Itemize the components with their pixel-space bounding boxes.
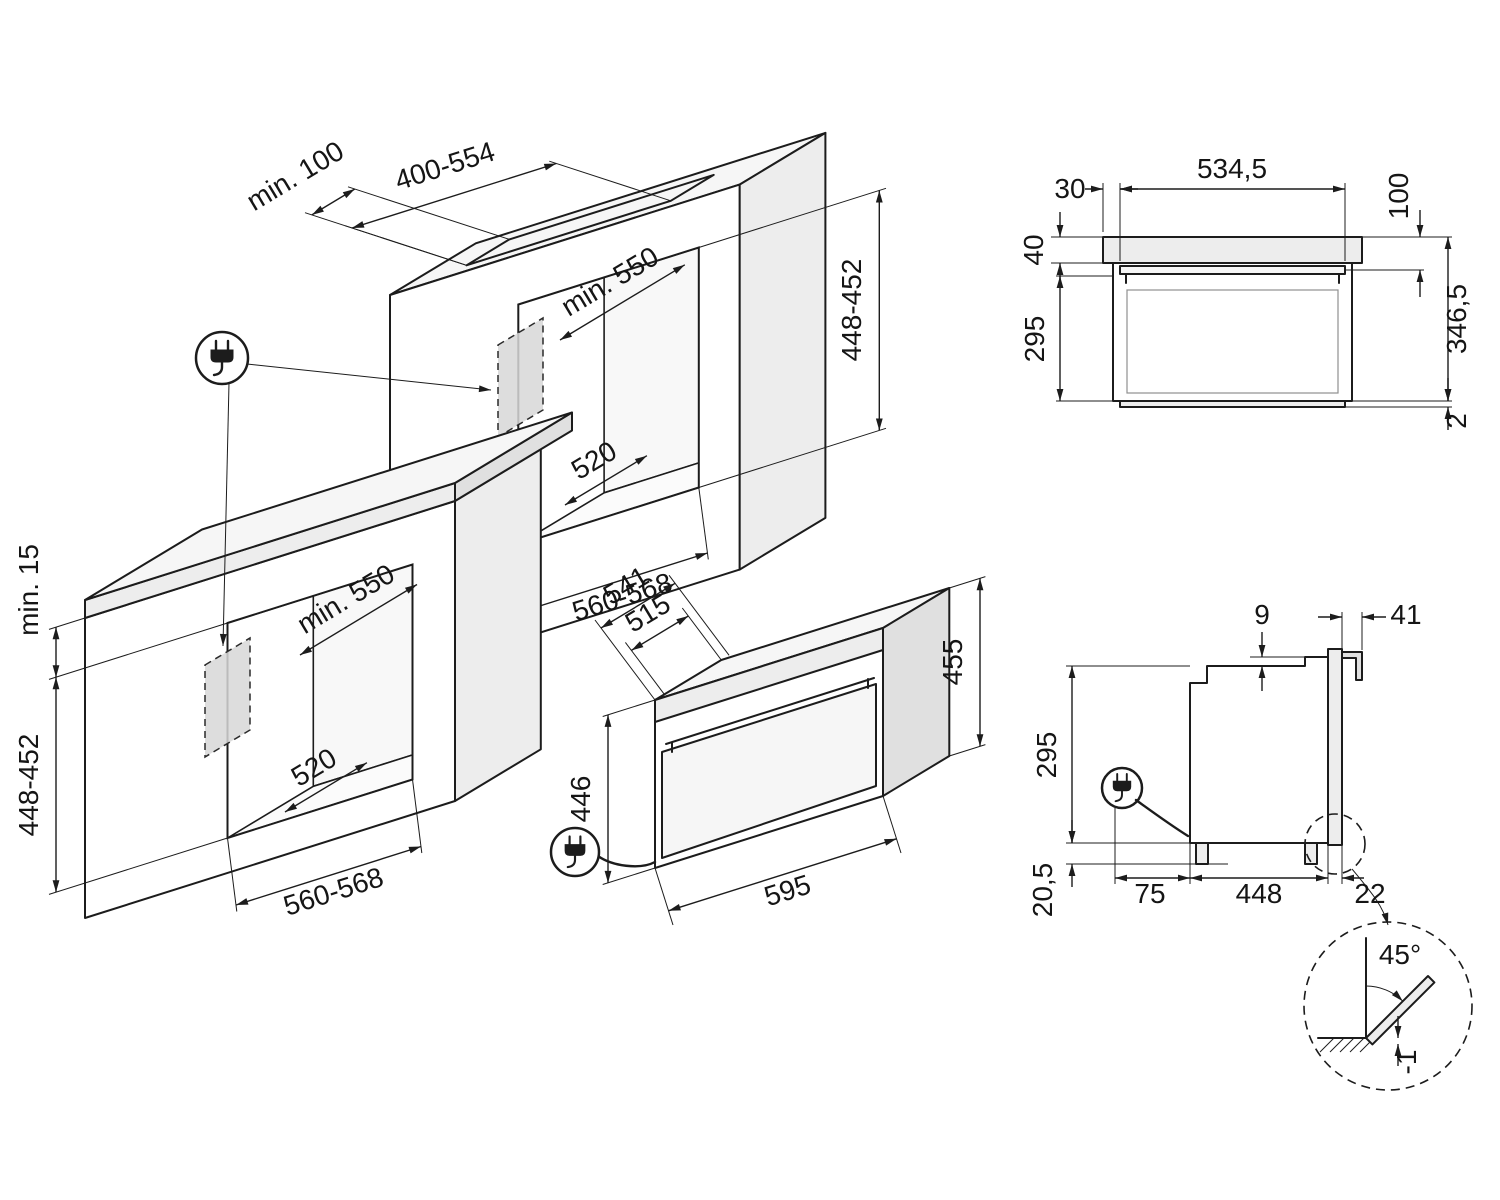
dim-side-handle-depth: 41 <box>1318 599 1422 650</box>
side-body <box>1189 656 1329 844</box>
dim-side-rear-height: 295 <box>1031 665 1190 844</box>
dim-label-side-body-depth: 448 <box>1236 878 1283 909</box>
dim-side-top-step: 9 <box>1250 599 1305 691</box>
dim-label-front-door-height: 295 <box>1019 316 1050 363</box>
dim-label-front-trim-width: 534,5 <box>1197 153 1267 184</box>
side-door <box>1327 648 1343 846</box>
oven-control-panel <box>654 627 884 723</box>
front-body <box>1112 262 1353 402</box>
side-view: 9 41 295 20,5 75 <box>1027 599 1422 926</box>
front-door-inner <box>1126 289 1339 394</box>
power-plug-callout <box>194 330 492 647</box>
oven-door <box>661 683 877 859</box>
dim-side-plinth-height: 20,5 <box>1027 820 1196 917</box>
countertop-top-face <box>84 411 573 601</box>
dim-oven-height-front: 455 <box>937 576 986 757</box>
dim-label-base-niche-height: 448-452 <box>13 734 44 837</box>
detail-leader <box>1351 868 1389 926</box>
dim-label-oven-height-front: 455 <box>937 639 968 686</box>
dim-label-oven-width: 595 <box>761 869 815 913</box>
base-unit <box>84 411 573 919</box>
plug-leader-upper <box>246 363 492 393</box>
dim-side-socket-offset: 75 <box>1114 806 1191 909</box>
dim-detail-floor-offset: -1 <box>1391 1016 1422 1074</box>
dim-label-side-top-step: 9 <box>1254 599 1270 630</box>
dim-oven-height-rear: 446 <box>565 699 656 885</box>
dim-side-body-depth: 448 <box>1190 845 1329 909</box>
front-handle <box>1119 265 1346 275</box>
front-trim <box>1102 236 1363 264</box>
dim-front-trim-width: 534,5 <box>1120 153 1346 261</box>
dim-front-top-to-handle: 100 <box>1345 173 1424 297</box>
front-plinth <box>1119 400 1346 408</box>
dim-label-oven-height-rear: 446 <box>565 776 596 823</box>
dim-label-front-top-to-handle: 100 <box>1383 173 1414 220</box>
dim-front-trim-height: 40 <box>1018 212 1103 288</box>
dim-label-base-clearance-top: min. 15 <box>13 544 44 636</box>
dim-label-side-rear-height: 295 <box>1031 732 1062 779</box>
dim-base-clearance-top: min. 15 <box>13 544 86 678</box>
detail-marker-circle <box>1304 813 1366 875</box>
dim-label-side-plinth-height: 20,5 <box>1027 863 1058 918</box>
dim-front-side-offset: 30 <box>1054 173 1138 261</box>
base-side-face <box>454 448 542 802</box>
angle-arc <box>1365 985 1404 1002</box>
detail-circle <box>1303 921 1473 1091</box>
floor-hatching <box>1319 1037 1373 1053</box>
power-cord <box>596 854 657 868</box>
dim-label-front-side-offset: 30 <box>1054 173 1085 204</box>
tall-cabinet-side-face <box>738 131 827 571</box>
plug-leader-lower <box>219 382 230 647</box>
power-cord <box>1134 798 1190 838</box>
dim-tall-niche-height: 448-452 <box>698 187 887 488</box>
front-view: 30 534,5 100 40 295 <box>1018 153 1472 430</box>
dim-side-door-depth: 22 <box>1341 845 1386 909</box>
dim-label-side-handle-depth: 41 <box>1390 599 1421 630</box>
dim-label-floor-offset: -1 <box>1391 1050 1422 1075</box>
dim-label-front-bottom-gap: 2 <box>1441 413 1472 429</box>
side-foot-rear <box>1195 842 1209 865</box>
dim-label-front-total-height: 346,5 <box>1441 284 1472 354</box>
dim-label-base-niche-opening-width: 560-568 <box>280 861 387 921</box>
socket-zone-lower <box>204 636 251 759</box>
dim-label-side-door-depth: 22 <box>1354 878 1385 909</box>
dim-label-side-socket-offset: 75 <box>1134 878 1165 909</box>
oven-handle <box>665 677 875 745</box>
detail-view: 45° -1 <box>1303 921 1473 1091</box>
dim-front-total-height: 346,5 <box>1352 236 1472 402</box>
dim-label-door-angle: 45° <box>1379 939 1421 970</box>
dim-label-front-trim-height: 40 <box>1018 234 1049 265</box>
open-door-45 <box>1365 975 1436 1046</box>
oven-isometric <box>549 587 951 878</box>
socket-zone-upper <box>497 316 544 439</box>
dim-label-cutout-depth: min. 100 <box>241 135 349 217</box>
dim-front-bottom-gap: 2 <box>1345 378 1472 430</box>
dim-label-tall-niche-height: 448-452 <box>836 259 867 362</box>
dim-base-niche-height: 448-452 <box>13 622 228 895</box>
dim-front-door-height: 295 <box>1019 275 1113 402</box>
side-handle <box>1341 651 1363 681</box>
ventilation-cutout <box>465 173 715 267</box>
